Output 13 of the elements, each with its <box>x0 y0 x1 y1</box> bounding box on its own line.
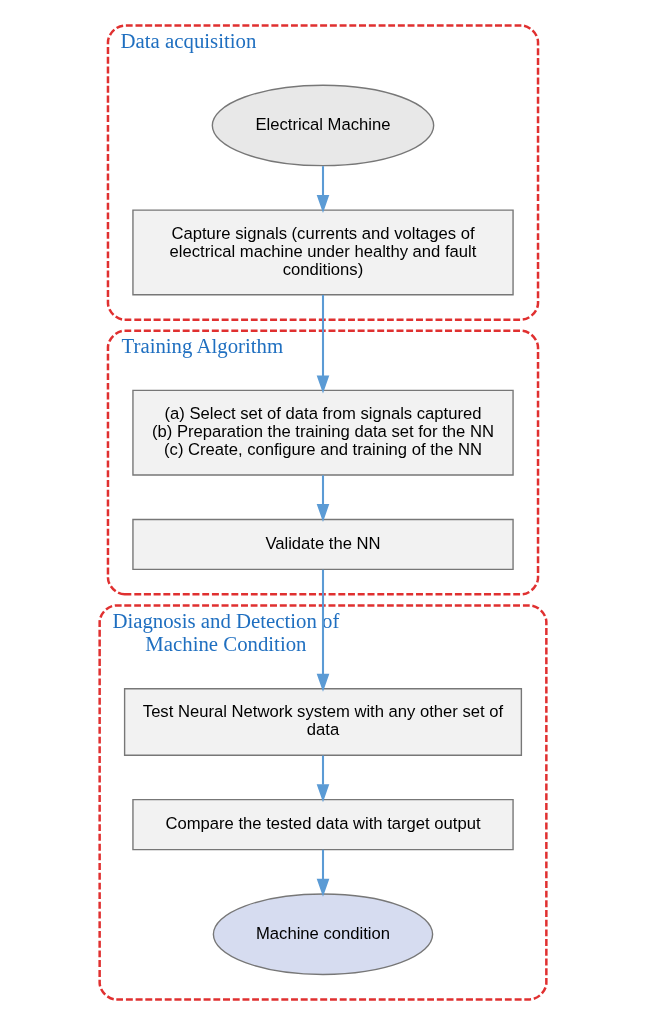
node-box: (a) Select set of data from signals captured (b) Preparation the training data set for the NN (c) Create, configure and training of the NN <box>131 389 514 476</box>
node-ellipse: Electrical Machine <box>211 84 434 167</box>
node-box: Capture signals (currents and voltages of electrical machine under healthy and fault conditions) <box>131 209 514 296</box>
arrow <box>316 569 329 692</box>
node-box: Validate the NN <box>131 518 514 571</box>
arrow <box>316 475 329 522</box>
arrow <box>316 294 329 394</box>
node-box: Compare the tested data with target output <box>131 798 514 851</box>
node-box: Test Neural Network system with any other set of data <box>123 688 522 756</box>
arrow <box>316 166 329 213</box>
node-ellipse: Machine condition <box>212 893 433 976</box>
arrow <box>316 849 329 897</box>
arrow <box>316 755 329 803</box>
